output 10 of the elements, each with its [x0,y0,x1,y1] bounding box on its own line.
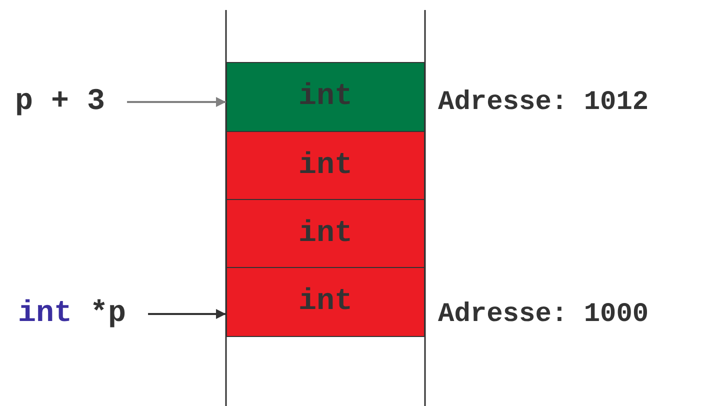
arrow [127,97,226,107]
memory-cell: int [226,199,425,268]
memory-cell: int [226,62,425,132]
memory-cell: int [226,267,425,337]
arrow [148,309,226,319]
address-label: Adresse: 1000 [438,300,649,330]
pointer-expression: int *p [18,294,163,334]
pointer-expression: p + 3 [15,82,140,122]
memory-cell: int [226,131,425,200]
address-label: Adresse: 1012 [438,88,649,118]
